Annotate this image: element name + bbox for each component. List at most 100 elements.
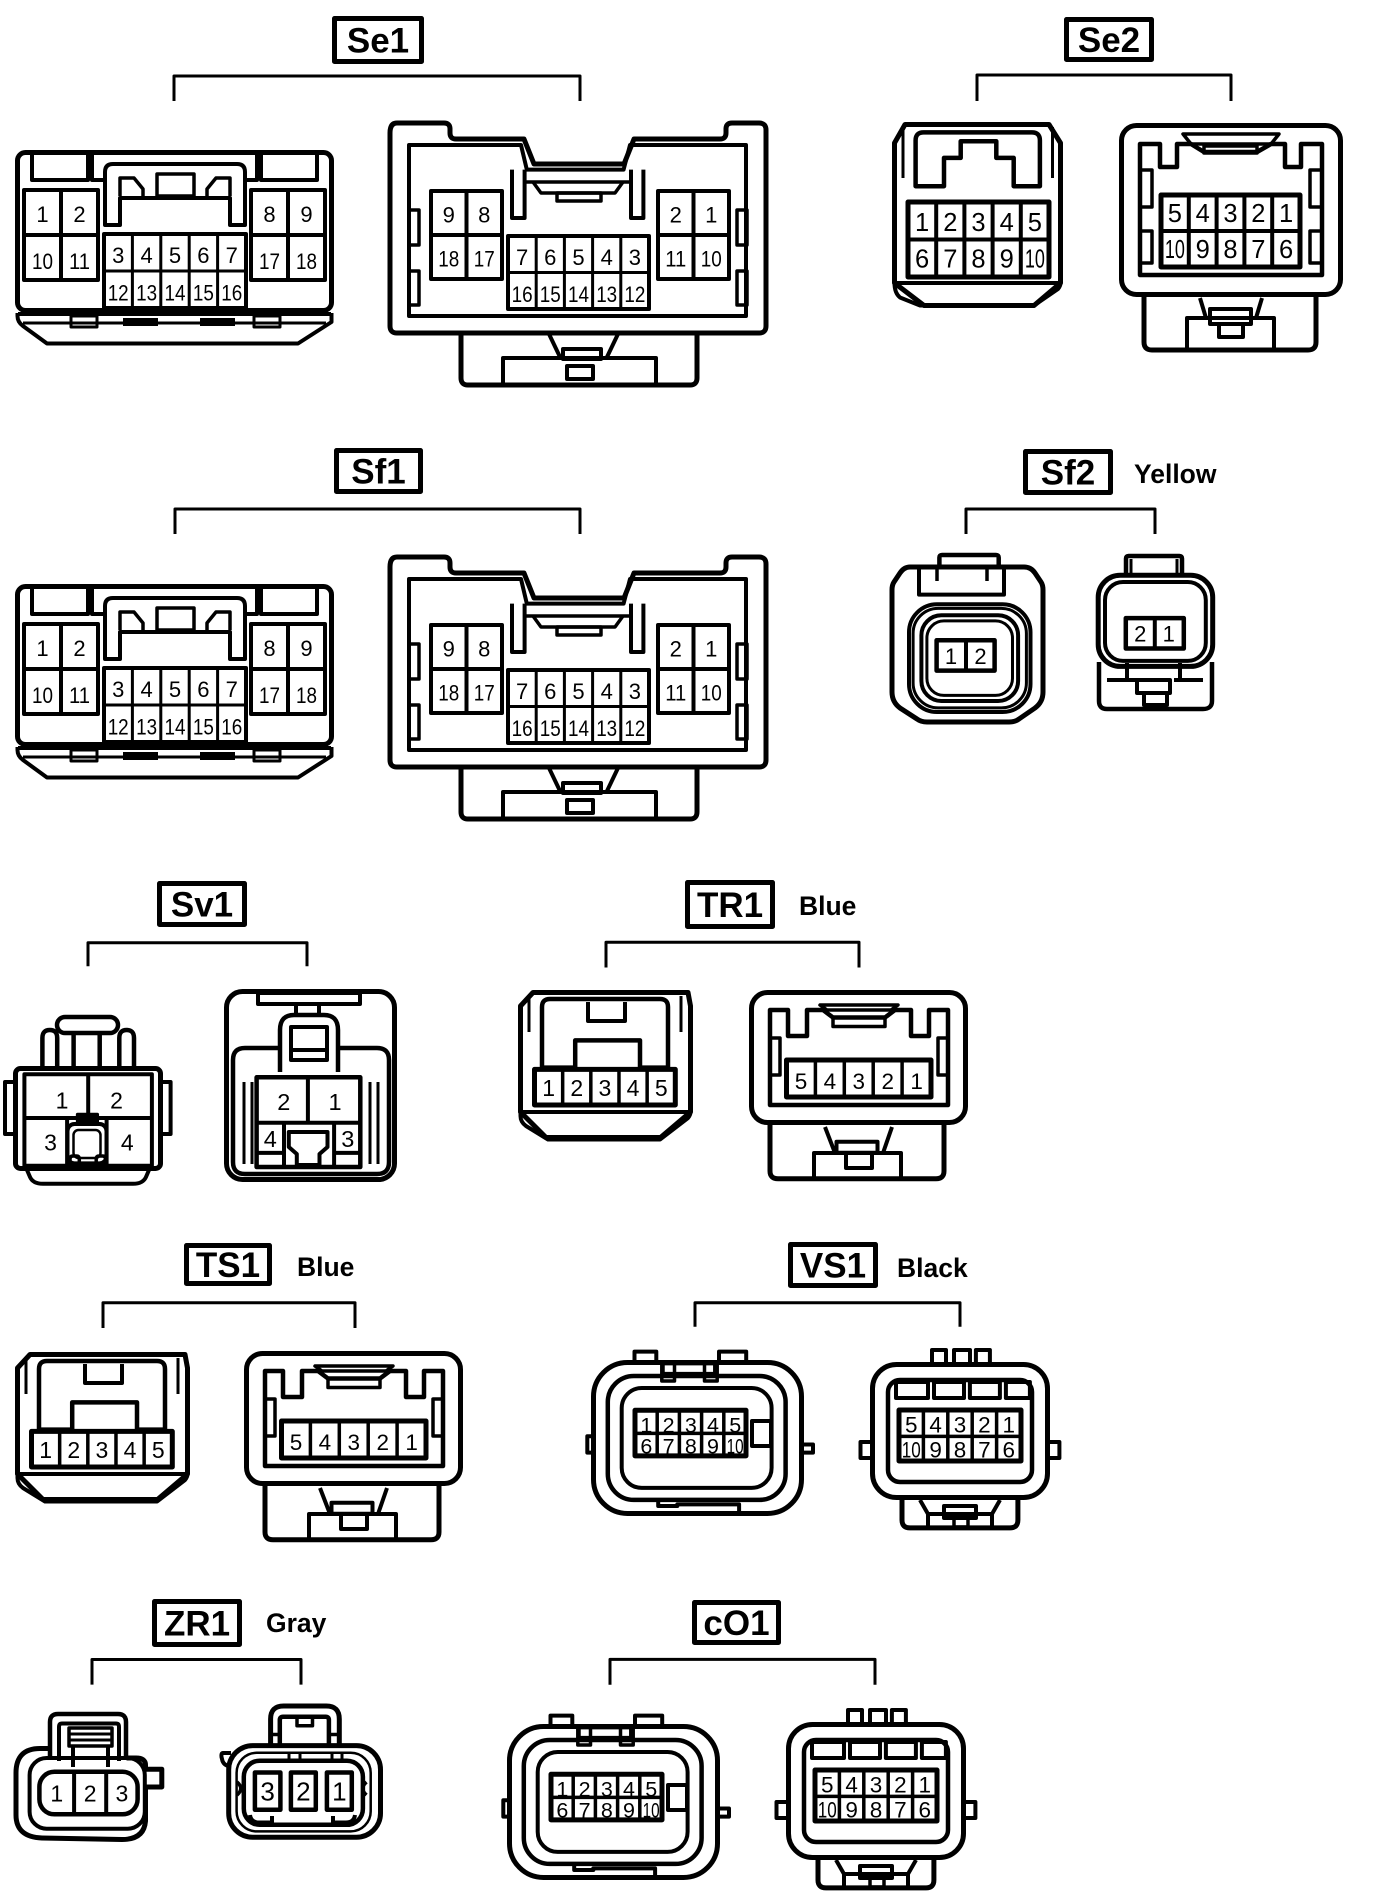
svg-text:6: 6 [919, 1797, 932, 1822]
svg-text:1: 1 [640, 1413, 652, 1437]
svg-text:7: 7 [943, 246, 957, 274]
svg-text:11: 11 [69, 249, 90, 274]
svg-text:5: 5 [645, 1777, 657, 1801]
svg-text:4: 4 [140, 677, 152, 702]
svg-text:13: 13 [136, 281, 157, 306]
svg-text:1: 1 [36, 636, 48, 661]
svg-text:7: 7 [516, 679, 528, 704]
svg-text:3: 3 [954, 1413, 967, 1438]
svg-text:4: 4 [264, 1126, 277, 1152]
svg-text:12: 12 [624, 282, 645, 307]
svg-text:11: 11 [665, 681, 686, 706]
svg-text:10: 10 [643, 1799, 660, 1823]
svg-text:7: 7 [226, 677, 238, 702]
svg-text:5: 5 [729, 1413, 741, 1437]
svg-text:13: 13 [596, 282, 617, 307]
svg-text:2: 2 [1134, 622, 1146, 647]
svg-text:12: 12 [108, 281, 129, 306]
svg-text:Blue: Blue [297, 1252, 354, 1282]
svg-text:5: 5 [1168, 200, 1182, 228]
svg-text:4: 4 [824, 1069, 837, 1094]
svg-text:2: 2 [376, 1430, 389, 1455]
svg-text:4: 4 [1196, 200, 1210, 228]
svg-text:5: 5 [152, 1437, 165, 1463]
svg-text:1: 1 [705, 203, 717, 228]
svg-text:3: 3 [112, 677, 124, 702]
svg-text:Sv1: Sv1 [171, 886, 233, 925]
svg-text:18: 18 [438, 681, 459, 706]
svg-text:7: 7 [226, 243, 238, 268]
svg-text:12: 12 [108, 715, 129, 740]
svg-text:3: 3 [601, 1777, 613, 1801]
svg-text:3: 3 [341, 1126, 354, 1152]
svg-text:2: 2 [974, 644, 986, 669]
svg-text:10: 10 [902, 1437, 921, 1462]
svg-text:4: 4 [601, 679, 613, 704]
svg-text:TS1: TS1 [196, 1246, 260, 1285]
svg-text:9: 9 [707, 1435, 719, 1459]
svg-text:Black: Black [897, 1253, 968, 1283]
svg-text:18: 18 [296, 249, 317, 274]
svg-text:1: 1 [39, 1437, 52, 1463]
svg-text:6: 6 [1279, 236, 1293, 264]
svg-text:9: 9 [1196, 236, 1210, 264]
svg-text:5: 5 [572, 679, 584, 704]
svg-text:2: 2 [894, 1773, 907, 1798]
svg-text:5: 5 [655, 1075, 668, 1101]
svg-text:9: 9 [443, 637, 455, 662]
svg-text:5: 5 [1028, 209, 1042, 237]
svg-text:11: 11 [69, 683, 90, 708]
svg-text:17: 17 [474, 681, 495, 706]
svg-text:5: 5 [905, 1413, 918, 1438]
svg-text:15: 15 [540, 282, 561, 307]
svg-text:2: 2 [570, 1075, 583, 1101]
svg-text:2: 2 [670, 637, 682, 662]
svg-text:10: 10 [701, 681, 722, 706]
svg-text:1: 1 [915, 209, 929, 237]
svg-text:16: 16 [221, 715, 242, 740]
svg-text:2: 2 [881, 1069, 894, 1094]
svg-text:9: 9 [443, 203, 455, 228]
svg-text:7: 7 [579, 1799, 591, 1823]
svg-text:4: 4 [140, 243, 152, 268]
svg-text:Se2: Se2 [1078, 21, 1140, 60]
svg-text:8: 8 [971, 246, 985, 274]
svg-text:1: 1 [945, 644, 957, 669]
svg-text:3: 3 [971, 209, 985, 237]
svg-text:1: 1 [1003, 1413, 1016, 1438]
svg-text:VS1: VS1 [800, 1247, 866, 1286]
svg-text:1: 1 [556, 1777, 568, 1801]
svg-text:8: 8 [478, 203, 490, 228]
svg-text:7: 7 [663, 1435, 675, 1459]
svg-text:14: 14 [165, 715, 186, 740]
svg-text:2: 2 [277, 1089, 290, 1115]
svg-text:18: 18 [296, 683, 317, 708]
svg-text:1: 1 [405, 1430, 418, 1455]
svg-text:TR1: TR1 [697, 886, 763, 925]
svg-text:8: 8 [1223, 236, 1237, 264]
svg-text:5: 5 [169, 243, 181, 268]
svg-text:9: 9 [300, 202, 312, 227]
svg-text:2: 2 [73, 636, 85, 661]
svg-text:7: 7 [1251, 236, 1265, 264]
svg-text:1: 1 [1279, 200, 1293, 228]
svg-text:Gray: Gray [266, 1608, 327, 1638]
svg-text:2: 2 [670, 203, 682, 228]
svg-text:1: 1 [1163, 622, 1175, 647]
svg-text:1: 1 [705, 637, 717, 662]
svg-text:2: 2 [73, 202, 85, 227]
svg-text:7: 7 [894, 1797, 907, 1822]
svg-text:9: 9 [300, 636, 312, 661]
svg-text:2: 2 [579, 1777, 591, 1801]
svg-text:9: 9 [929, 1437, 942, 1462]
svg-text:4: 4 [124, 1437, 137, 1463]
svg-text:2: 2 [67, 1437, 80, 1463]
svg-text:6: 6 [544, 245, 556, 270]
svg-text:18: 18 [438, 247, 459, 272]
svg-text:17: 17 [259, 249, 280, 274]
svg-text:14: 14 [568, 716, 589, 741]
svg-text:7: 7 [516, 245, 528, 270]
svg-text:3: 3 [116, 1781, 129, 1807]
svg-text:3: 3 [260, 1777, 274, 1807]
svg-text:10: 10 [32, 249, 53, 274]
